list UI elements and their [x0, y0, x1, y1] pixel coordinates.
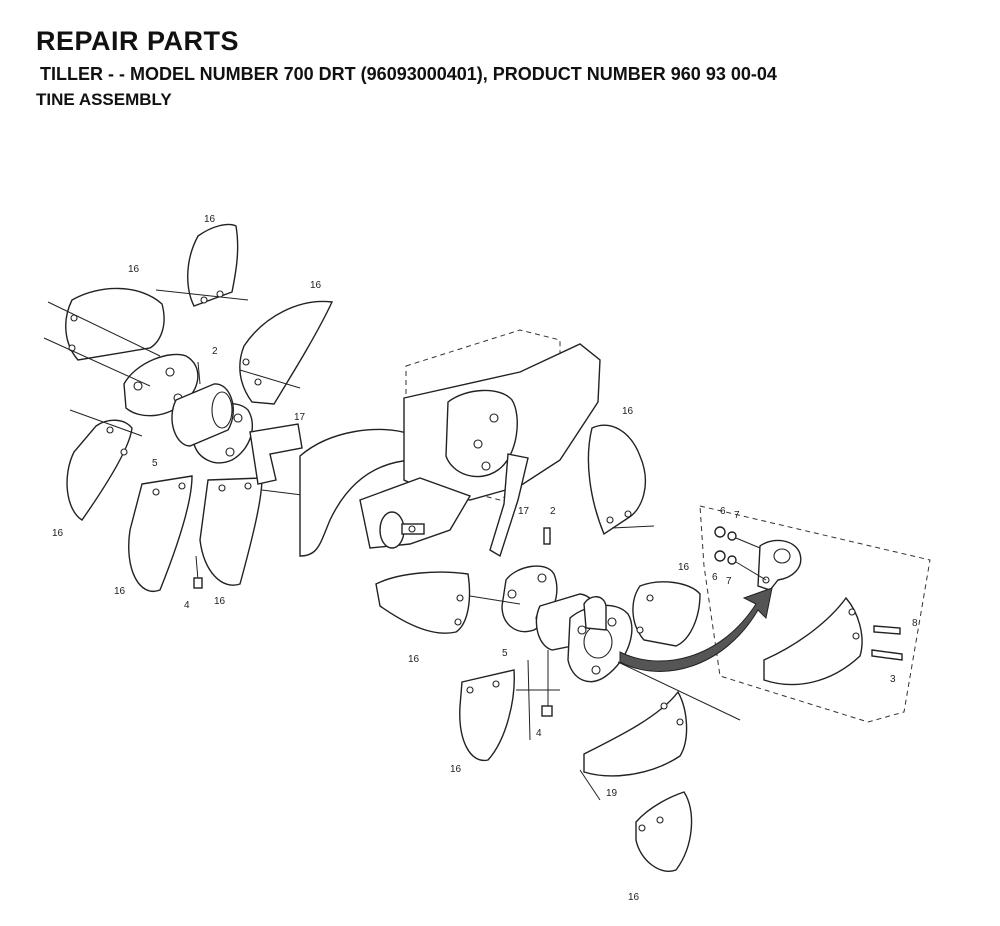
- tine-blade: [187, 223, 239, 307]
- page-title: REPAIR PARTS: [36, 26, 240, 56]
- callout-5: 5: [152, 458, 158, 469]
- callout-2: 2: [550, 506, 556, 517]
- callout-16: 16: [204, 214, 216, 225]
- callout-16: 16: [114, 586, 126, 597]
- callout-19: 19: [606, 788, 618, 799]
- callout-17: 17: [294, 412, 306, 423]
- callout-4: 4: [536, 728, 542, 739]
- transmission-cover: [445, 389, 518, 478]
- tine-blade: [239, 300, 334, 405]
- tine-blade: [65, 287, 165, 361]
- callout-5: 5: [502, 648, 508, 659]
- tine-blade: [583, 690, 688, 777]
- tine-blade: [459, 669, 515, 762]
- tine-blade: [375, 571, 471, 634]
- callout-16: 16: [450, 764, 462, 775]
- callout-6: 6: [720, 506, 726, 517]
- hub-flange: [583, 596, 607, 631]
- callout-8: 8: [912, 618, 918, 629]
- callout-16: 16: [52, 528, 64, 539]
- callout-7: 7: [734, 510, 740, 521]
- detail-inset: [619, 505, 931, 723]
- shaft-plate: [489, 453, 529, 558]
- left-tine-assembly: [43, 223, 334, 593]
- tine-blade: [632, 581, 701, 647]
- tine-blade: [128, 475, 193, 593]
- tine-shield: [299, 428, 413, 557]
- callout-16: 16: [678, 562, 690, 573]
- callout-6: 6: [712, 572, 718, 583]
- tiller-housing: [299, 329, 601, 557]
- tine-blade: [199, 477, 263, 586]
- callout-16: 16: [408, 654, 420, 665]
- mounting-bracket: [757, 539, 802, 591]
- shaft-plate: [249, 423, 303, 485]
- right-tine-assembly: [375, 424, 741, 872]
- tine-blade: [66, 419, 133, 521]
- callout-16: 16: [128, 264, 140, 275]
- callout-16: 16: [622, 406, 634, 417]
- callout-labels: 16 16 16 2 17 5 16 16 16 4 16 17 2 16 16…: [52, 214, 918, 903]
- callout-7: 7: [726, 576, 732, 587]
- callout-16: 16: [628, 892, 640, 903]
- callout-2: 2: [212, 346, 218, 357]
- callout-16: 16: [214, 596, 226, 607]
- callout-17: 17: [518, 506, 530, 517]
- tine-blade: [635, 791, 693, 872]
- arrow-icon: [619, 587, 773, 672]
- callout-16: 16: [310, 280, 322, 291]
- callout-4: 4: [184, 600, 190, 611]
- callout-3: 3: [890, 674, 896, 685]
- section-title: TINE ASSEMBLY: [36, 90, 172, 109]
- tine-blade: [763, 596, 863, 686]
- tine-blade: [587, 424, 647, 536]
- page-subtitle: TILLER - - MODEL NUMBER 700 DRT (9609300…: [40, 64, 777, 84]
